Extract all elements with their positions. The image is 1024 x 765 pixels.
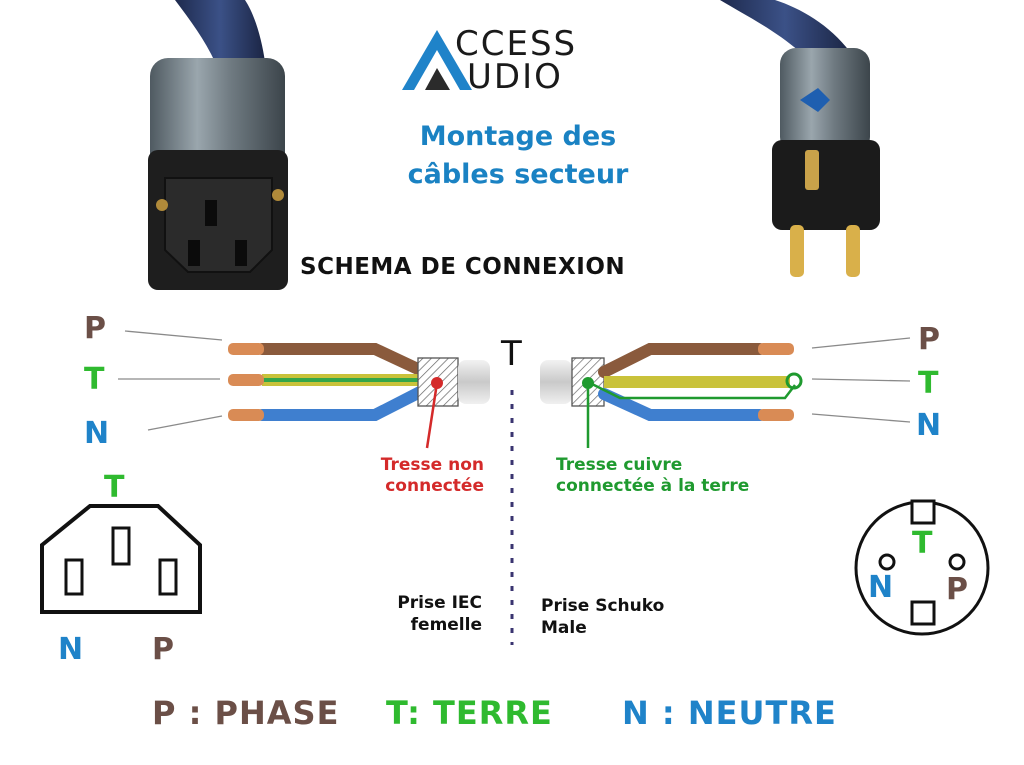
divider-label: T bbox=[501, 334, 522, 374]
schuko-neutral-label: N bbox=[868, 570, 894, 605]
logo-text-line1: CCESS bbox=[455, 24, 578, 64]
iec-caption-line1: Prise IEC bbox=[397, 593, 482, 613]
iec-socket-diagram bbox=[40, 504, 202, 614]
right-pin-earth: T bbox=[918, 366, 939, 401]
right-note-line2: connectée à la terre bbox=[556, 476, 750, 496]
schuko-phase-label: P bbox=[946, 572, 968, 607]
left-wires bbox=[228, 343, 426, 421]
left-pin-earth: T bbox=[84, 362, 105, 397]
iec-caption: Prise IEC femelle bbox=[362, 592, 482, 636]
schuko-caption: Prise Schuko Male bbox=[541, 595, 664, 639]
schuko-plug-photo bbox=[720, 0, 880, 277]
left-note: Tresse non connectée bbox=[358, 455, 484, 497]
right-note-line1: Tresse cuivre bbox=[556, 455, 683, 475]
left-pin-phase: P bbox=[84, 311, 106, 346]
left-pin-neutral: N bbox=[84, 416, 110, 451]
right-note: Tresse cuivre connectée à la terre bbox=[556, 455, 749, 497]
logo-text-line2: UDIO bbox=[467, 57, 563, 97]
iec-earth-label: T bbox=[104, 470, 125, 505]
subtitle-line1: Montage des bbox=[419, 121, 617, 152]
left-pointer-lines bbox=[118, 330, 223, 431]
iec-connector-photo bbox=[148, 0, 288, 290]
right-pin-neutral: N bbox=[916, 408, 942, 443]
iec-neutral-label: N bbox=[58, 632, 84, 667]
right-wires bbox=[540, 343, 803, 448]
iec-phase-label: P bbox=[152, 632, 174, 667]
left-note-line1: Tresse non bbox=[380, 455, 484, 475]
left-braid-sleeve bbox=[417, 357, 490, 449]
schuko-earth-label: T bbox=[912, 526, 933, 561]
schuko-caption-line1: Prise Schuko bbox=[541, 596, 665, 616]
legend-neutral: N : NEUTRE bbox=[622, 694, 837, 732]
right-pin-phase: P bbox=[918, 322, 940, 357]
schuko-caption-line2: Male bbox=[541, 618, 587, 638]
access-audio-logo bbox=[402, 30, 472, 90]
legend-earth: T: TERRE bbox=[386, 694, 553, 732]
right-pointer-lines bbox=[811, 337, 911, 423]
subtitle-line2: câbles secteur bbox=[407, 159, 629, 190]
left-note-line2: connectée bbox=[385, 476, 484, 496]
diagram-heading: SCHEMA DE CONNEXION bbox=[300, 254, 626, 280]
legend-phase: P : PHASE bbox=[152, 694, 340, 732]
schuko-socket-diagram bbox=[854, 499, 990, 636]
iec-caption-line2: femelle bbox=[410, 615, 482, 635]
